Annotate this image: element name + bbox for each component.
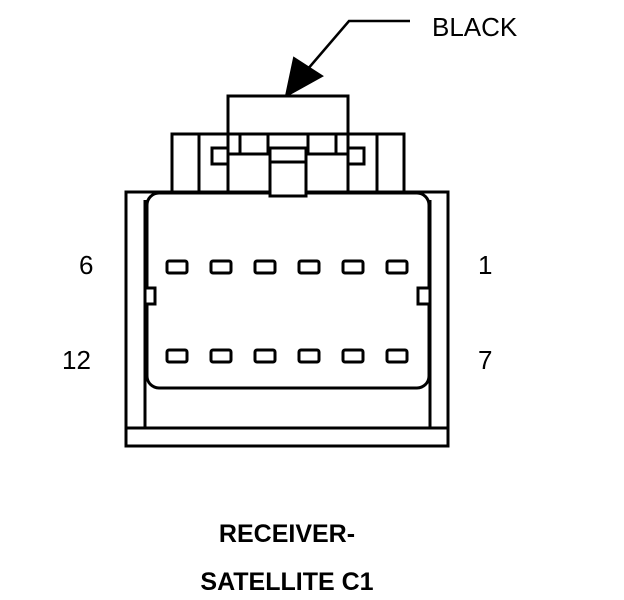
pin-cavity-12 [165, 348, 189, 364]
pin-cavity-8 [341, 348, 365, 364]
left-polarization-key [143, 286, 157, 306]
connector-name-line2: SATELLITE C1 [200, 568, 373, 596]
left-lock-tab [170, 132, 230, 194]
pin-label-top-left: 6 [79, 250, 93, 280]
connector-name-line1: RECEIVER- [219, 520, 355, 548]
color-callout-label: BLACK [432, 12, 518, 42]
pin-cavity-9 [297, 348, 321, 364]
pin-cavity-1 [385, 259, 409, 275]
pin-cavity-3 [297, 259, 321, 275]
pin-cavity-2 [341, 259, 365, 275]
pin-label-top-right: 1 [478, 250, 492, 280]
pin-label-bottom-right: 7 [478, 345, 492, 375]
pin-cavity-7 [385, 348, 409, 364]
pin-cavity-11 [209, 348, 233, 364]
right-lock-tab [346, 132, 406, 194]
pin-cavities [165, 259, 409, 364]
pin-cavity-4 [253, 259, 277, 275]
pin-cavity-6 [165, 259, 189, 275]
pin-cavity-5 [209, 259, 233, 275]
connector-latch [226, 94, 350, 198]
right-polarization-key [416, 286, 432, 306]
callout-arrow [284, 19, 410, 98]
pin-label-bottom-left: 12 [62, 345, 91, 375]
pin-cavity-10 [253, 348, 277, 364]
